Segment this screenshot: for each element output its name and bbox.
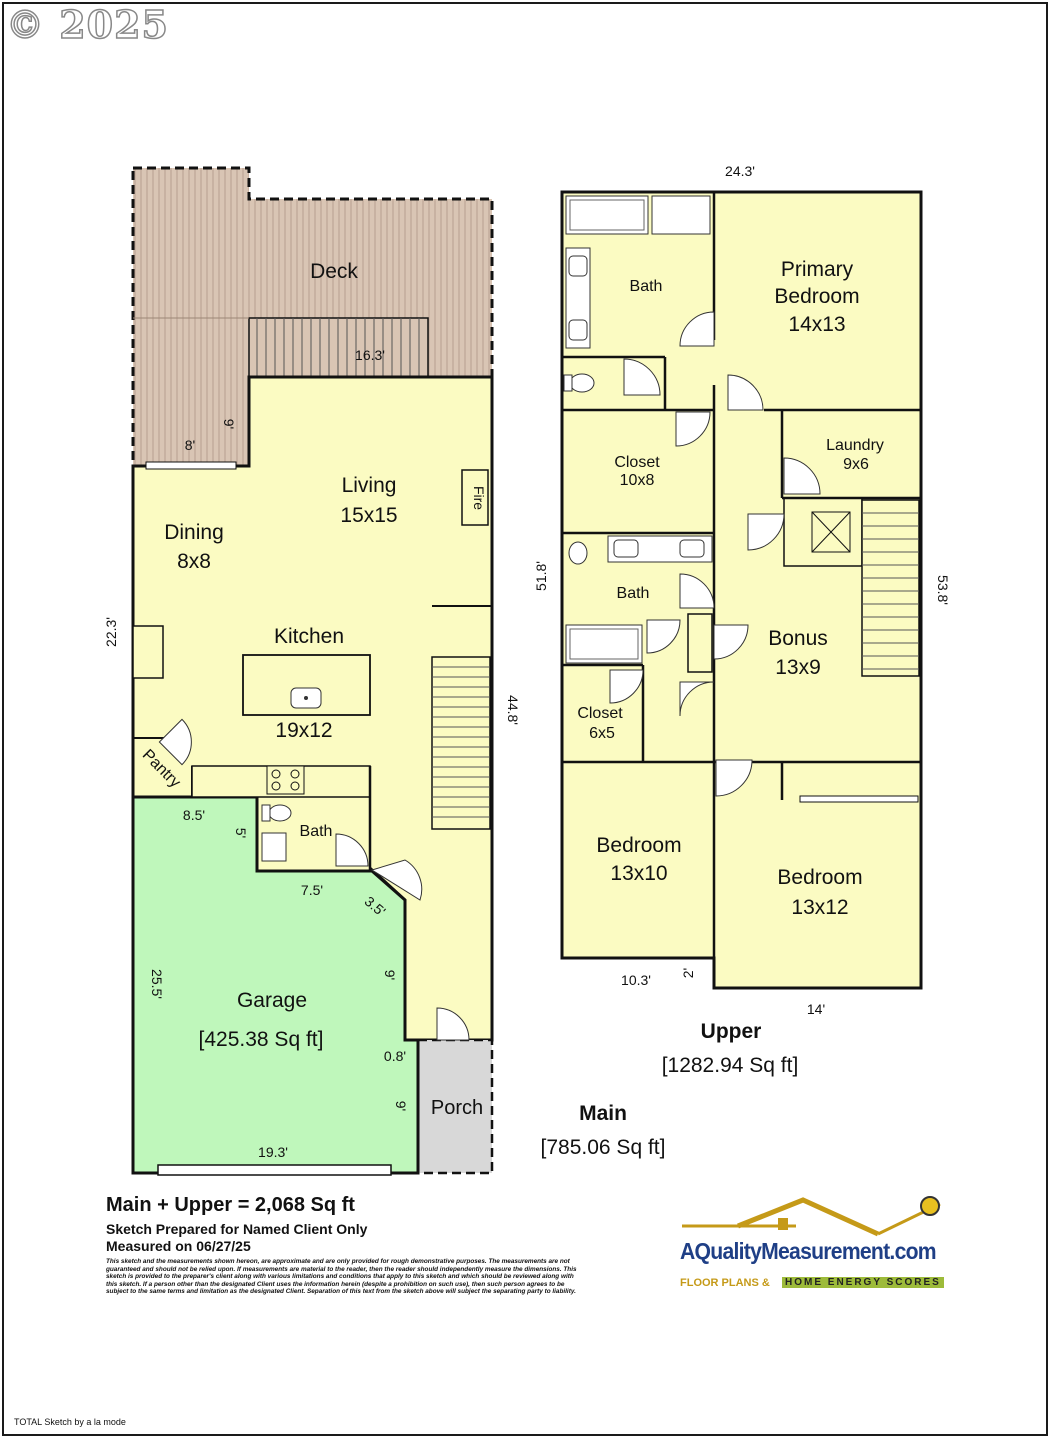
toilet (268, 804, 292, 822)
fireplace (461, 469, 489, 526)
shower-top (651, 195, 711, 235)
dim-25-5: 25.5' (149, 969, 165, 999)
dim-8: 8' (185, 437, 195, 453)
closet-top-label: Closet (614, 454, 660, 471)
primary-dim: 14x13 (788, 313, 845, 336)
laundry-label: Laundry (826, 437, 884, 454)
fire-label: Fire (471, 486, 487, 510)
closet-small-label: Closet (577, 705, 623, 722)
dim-10-3: 10.3' (621, 972, 651, 988)
dim-2: 2' (680, 968, 696, 978)
bonus-label: Bonus (768, 627, 828, 650)
upper-title: Upper (701, 1020, 762, 1043)
company-logo: AQualityMeasurement.com FLOOR PLANS & HO… (678, 1196, 950, 1296)
closet-top-dim: 10x8 (620, 472, 655, 489)
dim-16-3: 16.3' (355, 347, 385, 363)
disclaimer-text: This sketch and the measurements shown h… (106, 1258, 577, 1296)
bath-main-label: Bath (300, 823, 333, 840)
porch-label: Porch (431, 1097, 483, 1119)
total-area: Main + Upper = 2,068 Sq ft (106, 1194, 355, 1216)
bedroom-left-dim: 13x10 (610, 862, 667, 885)
copyright-watermark: © 2025 (5, 1, 169, 48)
dim-7-5: 7.5' (301, 882, 323, 898)
main-floor (131, 166, 494, 1176)
garage-door (157, 1164, 392, 1176)
upper-floor (560, 190, 923, 990)
bath-mid-label: Bath (617, 585, 650, 602)
dim-9-deck: 9' (221, 419, 237, 429)
deck-label: Deck (310, 260, 358, 283)
bedroom-left-label: Bedroom (596, 834, 681, 857)
main-doors (158, 718, 470, 1041)
deck-stairs (248, 317, 429, 378)
dim-9-garage: 9' (382, 970, 398, 980)
kitchen-label: Kitchen (274, 625, 344, 648)
bath-sink (261, 832, 287, 862)
left-counter (132, 625, 164, 679)
bath-top-label: Bath (630, 278, 663, 295)
bonus-dim: 13x9 (775, 656, 821, 679)
bedroom-right-label: Bedroom (777, 866, 862, 889)
dim-44-8: 44.8' (505, 695, 521, 725)
closet-small-dim: 6x5 (589, 725, 615, 742)
laundry-dim: 9x6 (843, 456, 869, 473)
dim-5: 5' (233, 828, 249, 838)
primary-label-2: Bedroom (774, 285, 859, 308)
dim-9-porch: 9' (393, 1101, 409, 1111)
dim-19-3: 19.3' (258, 1144, 288, 1160)
upper-doors (609, 311, 821, 797)
living-label: Living (342, 474, 397, 497)
upper-area: [1282.94 Sq ft] (662, 1054, 799, 1077)
footer-credit: TOTAL Sketch by a la mode (14, 1417, 126, 1427)
measured-date: Measured on 06/27/25 (106, 1238, 251, 1254)
sliding-door (145, 461, 237, 470)
summary-block: Main + Upper = 2,068 Sq ft Sketch Prepar… (106, 1194, 606, 1296)
stove (266, 765, 305, 795)
dining-dim: 8x8 (177, 550, 211, 573)
company-tagline: FLOOR PLANS & (680, 1277, 770, 1289)
main-title: Main (579, 1102, 627, 1125)
dim-14: 14' (807, 1001, 825, 1017)
toilet-top (569, 373, 595, 393)
porch-area (416, 1038, 494, 1175)
dim-8-5: 8.5' (183, 807, 205, 823)
linen-cabinet (687, 613, 713, 673)
prepared-note: Sketch Prepared for Named Client Only (106, 1221, 368, 1237)
dim-24-3: 24.3' (725, 163, 755, 179)
company-name: AQualityMeasurement.com (680, 1238, 937, 1264)
bedroom-right-dim: 13x12 (791, 896, 848, 919)
dim-51-8: 51.8' (533, 561, 549, 591)
primary-label-1: Primary (781, 258, 854, 281)
roof-tape-icon (682, 1196, 941, 1237)
dining-label: Dining (164, 521, 224, 544)
garage-area: [425.38 Sq ft] (199, 1028, 324, 1051)
main-area: [785.06 Sq ft] (541, 1136, 666, 1159)
dim-0-8: 0.8' (384, 1048, 406, 1064)
kitchen-dim: 19x12 (275, 719, 332, 742)
dim-22-3: 22.3' (103, 617, 119, 647)
company-tagline-2: HOME ENERGY SCORES (782, 1277, 944, 1288)
dim-53-8: 53.8' (935, 575, 951, 605)
living-dim: 15x15 (340, 504, 397, 527)
toilet-mid (568, 541, 588, 565)
garage-label: Garage (237, 989, 307, 1012)
closet-slider (799, 795, 919, 803)
upper-stairs (861, 499, 920, 677)
main-stairs (431, 656, 491, 830)
